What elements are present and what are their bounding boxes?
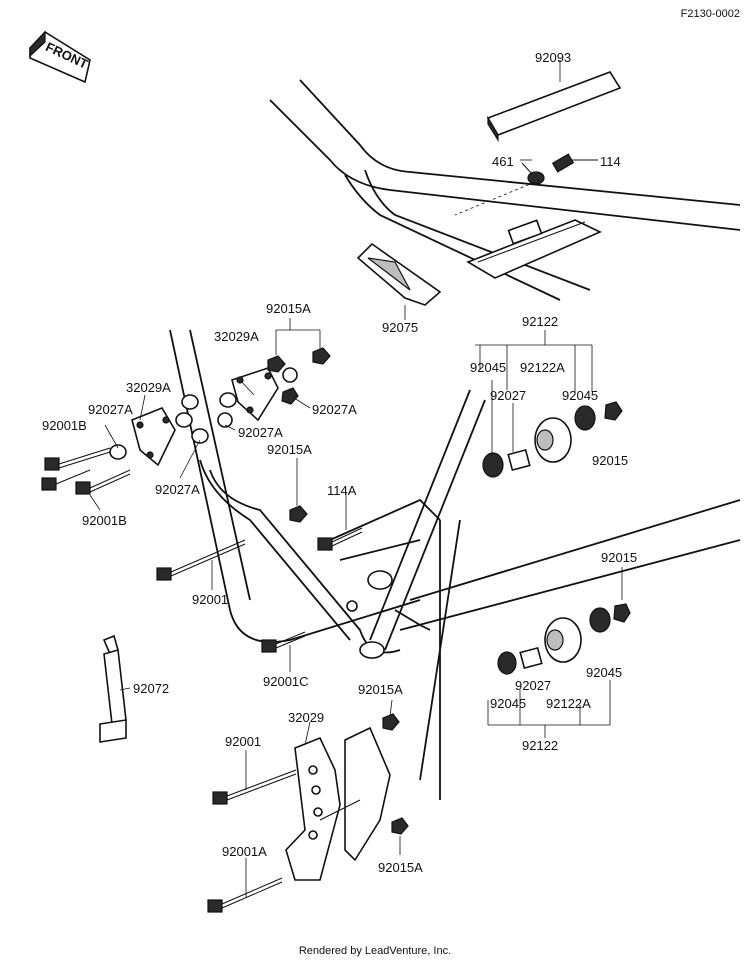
label-92122-top: 92122 (522, 314, 558, 329)
label-114A: 114A (327, 483, 357, 498)
part-92001-bolt-lower (212, 769, 297, 805)
part-32029A-plate-upper (231, 367, 279, 422)
part-92122-upper-roller (482, 401, 623, 478)
label-92001-a: 92001 (192, 592, 228, 607)
label-32029A-b: 32029A (126, 380, 171, 395)
label-92001B-a: 92001B (42, 418, 87, 433)
label-92093: 92093 (535, 50, 571, 65)
part-92093-slider (486, 71, 622, 143)
render-credit: Rendered by LeadVenture, Inc. (298, 945, 452, 957)
frame-lines (169, 79, 741, 800)
label-92015-a: 92015 (592, 453, 628, 468)
part-92027A-collars (109, 367, 298, 460)
label-92027-a: 92027 (490, 388, 526, 403)
label-92001-b: 92001 (225, 734, 261, 749)
label-92045-c: 92045 (586, 665, 622, 680)
bracket-92122-lower (487, 567, 623, 738)
part-461-washer (521, 162, 545, 185)
label-92122A-b: 92122A (546, 696, 591, 711)
part-92122-lower-roller (497, 603, 631, 675)
label-92045-d: 92045 (490, 696, 526, 711)
bracket-92122-upper (475, 330, 593, 455)
part-labels: 92093 461 114 92075 92122 92045 92122A 9… (42, 50, 637, 875)
part-114-bolt (551, 153, 598, 173)
part-92075-guide (356, 242, 442, 306)
part-rear-slider-bar (466, 219, 602, 279)
front-arrow-icon: FRONT (29, 30, 91, 84)
label-92015A-c: 92015A (358, 682, 403, 697)
document-code: F2130-0002 (680, 8, 740, 20)
part-92072-strap (99, 634, 127, 743)
part-92001-long-bolt-upper (156, 539, 246, 581)
part-92001B-bolts (41, 447, 131, 495)
label-92045-a: 92045 (470, 360, 506, 375)
label-92015A-b: 92015A (267, 442, 312, 457)
label-92122A-a: 92122A (520, 360, 565, 375)
label-92015-b: 92015 (601, 550, 637, 565)
label-92072: 92072 (133, 681, 169, 696)
label-92027A-a: 92027A (88, 402, 133, 417)
bracket-92015A-upper (275, 318, 321, 355)
part-32029-bracket (285, 726, 391, 881)
label-92122-bottom: 92122 (522, 738, 558, 753)
label-114: 114 (600, 154, 621, 169)
part-92015A-nuts-upper (267, 347, 331, 523)
part-114A-bolt (317, 527, 363, 551)
label-461: 461 (492, 154, 514, 169)
label-92075: 92075 (382, 320, 418, 335)
part-92015A-nuts-lower (382, 713, 409, 835)
label-92027A-c: 92027A (238, 425, 283, 440)
label-32029A-a: 32029A (214, 329, 259, 344)
label-92001B-b: 92001B (82, 513, 127, 528)
label-92015A-a: 92015A (266, 301, 311, 316)
label-92015A-d: 92015A (378, 860, 423, 875)
leader-lines (89, 159, 532, 898)
label-92045-b: 92045 (562, 388, 598, 403)
label-92001A: 92001A (222, 844, 267, 859)
label-92027A-d: 92027A (155, 482, 200, 497)
label-32029: 32029 (288, 710, 324, 725)
part-92001A-bolt (207, 877, 283, 913)
label-92027-b: 92027 (515, 678, 551, 693)
label-92001C: 92001C (263, 674, 309, 689)
label-92027A-b: 92027A (312, 402, 357, 417)
part-92001C-bolt (261, 631, 306, 653)
part-32029A-plate-lower (131, 407, 176, 467)
